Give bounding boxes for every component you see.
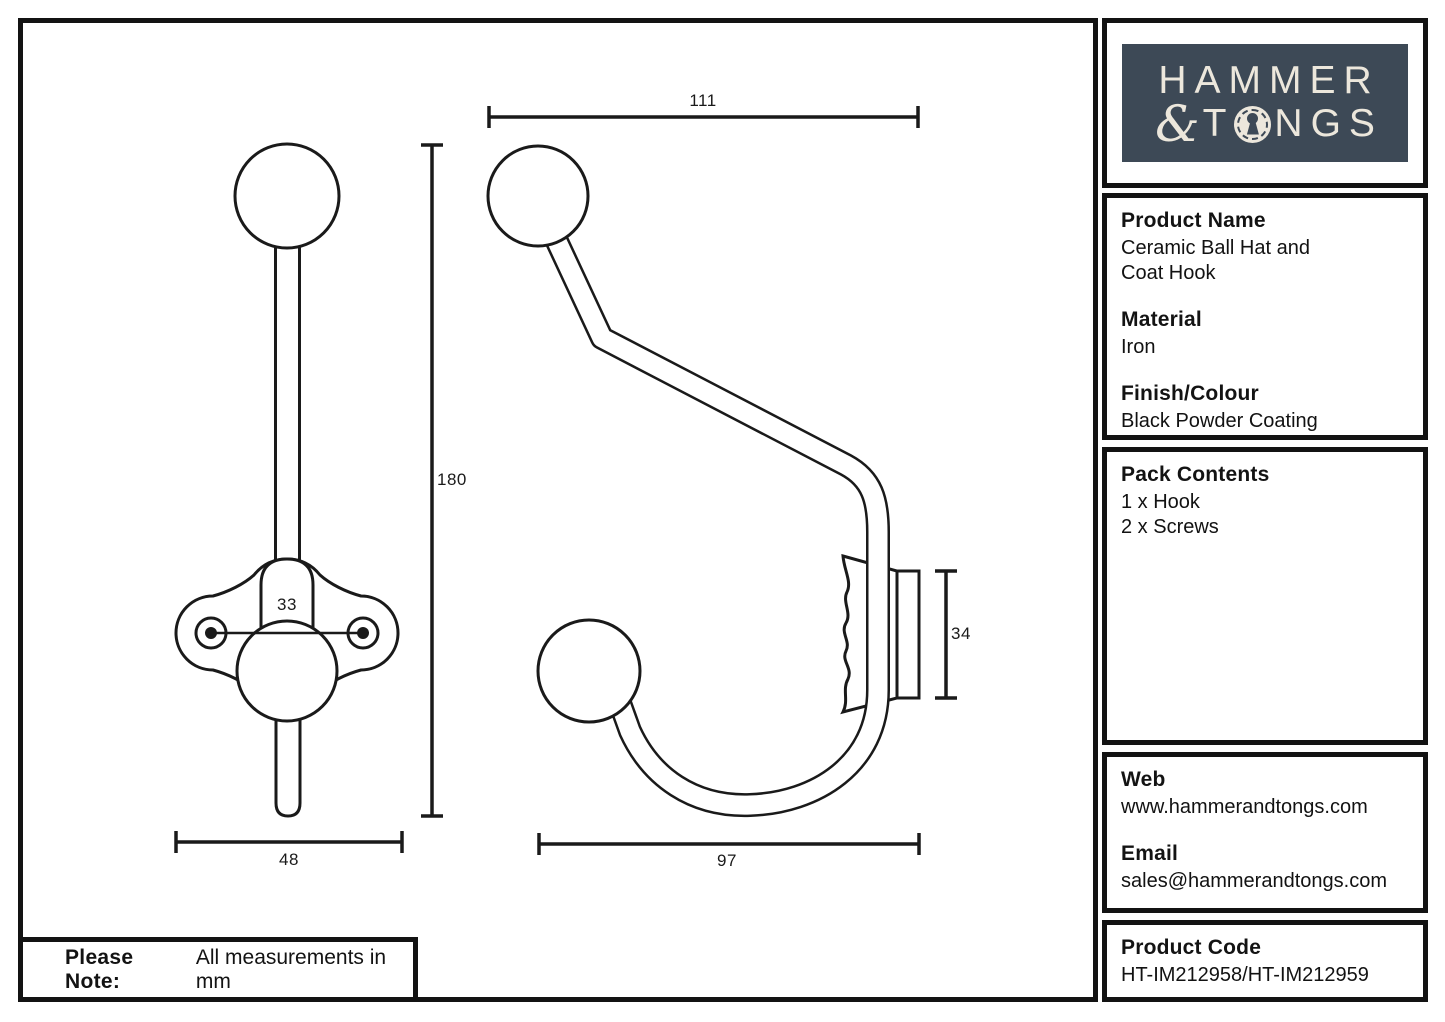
- spec-product-name: Product Name Ceramic Ball Hat and Coat H…: [1121, 209, 1409, 286]
- dim-label-34: 34: [951, 624, 971, 643]
- product-info-panel: Product Name Ceramic Ball Hat and Coat H…: [1102, 193, 1428, 440]
- finish-label: Finish/Colour: [1121, 382, 1259, 405]
- logo-line2: & T NGS: [1155, 95, 1375, 153]
- material-label: Material: [1121, 308, 1202, 331]
- finish-value: Black Powder Coating: [1121, 410, 1318, 432]
- front-ball: [235, 619, 339, 723]
- keyhole-stem: [1246, 120, 1259, 135]
- front-view: [174, 142, 400, 818]
- keyhole-ring: [1237, 108, 1269, 140]
- dim-label-180: 180: [437, 470, 467, 489]
- material-value: Iron: [1121, 336, 1156, 358]
- note-box: Please Note: All measurements in mm: [18, 937, 418, 1002]
- side-wall-plate: [895, 569, 921, 700]
- pack-item-screws: 2 x Screws: [1121, 516, 1219, 538]
- dim-label-111: 111: [689, 91, 717, 110]
- screw-hole-right: [357, 627, 369, 639]
- side-view: [486, 144, 921, 818]
- contact-panel: Web www.hammerandtongs.com Email sales@h…: [1102, 752, 1428, 913]
- side-hook-ball: [536, 618, 642, 724]
- pack-contents-panel: Pack Contents 1 x Hook 2 x Screws: [1102, 447, 1428, 745]
- product-code-value: HT-IM212958/HT-IM212959: [1121, 964, 1369, 986]
- spec-material: Material Iron: [1121, 308, 1409, 360]
- logo-panel: HAMMER & T NGS: [1102, 18, 1428, 188]
- front-top-ball: [233, 142, 341, 250]
- hammer-and-tongs-logo: HAMMER & T NGS: [1122, 44, 1408, 162]
- web-label: Web: [1121, 768, 1166, 791]
- pack-item-hook: 1 x Hook: [1121, 491, 1200, 513]
- product-name-label: Product Name: [1121, 209, 1266, 232]
- web-value: www.hammerandtongs.com: [1121, 796, 1368, 818]
- product-code-label: Product Code: [1121, 936, 1262, 959]
- spec-pack-contents: Pack Contents 1 x Hook 2 x Screws: [1121, 463, 1409, 540]
- pack-contents-label: Pack Contents: [1121, 463, 1270, 486]
- screw-hole-left: [205, 627, 217, 639]
- dim-label-48: 48: [279, 850, 299, 869]
- keyhole-hole: [1247, 112, 1259, 124]
- product-code-panel: Product Code HT-IM212958/HT-IM212959: [1102, 920, 1428, 1002]
- email-label: Email: [1121, 842, 1179, 865]
- logo-line1: HAMMER: [1158, 59, 1380, 102]
- spec-finish: Finish/Colour Black Powder Coating: [1121, 382, 1409, 434]
- email-value: sales@hammerandtongs.com: [1121, 870, 1387, 892]
- product-name-line2: Coat Hook: [1121, 262, 1216, 284]
- side-top-ball: [486, 144, 590, 248]
- spec-web: Web www.hammerandtongs.com: [1121, 768, 1409, 820]
- note-text: All measurements in mm: [195, 945, 387, 993]
- product-name-line1: Ceramic Ball Hat and: [1121, 237, 1310, 259]
- dim-label-97: 97: [717, 851, 737, 870]
- spec-email: Email sales@hammerandtongs.com: [1121, 842, 1409, 894]
- keyhole-icon: [1234, 105, 1272, 143]
- logo-letters-ngs: NGS: [1274, 102, 1383, 145]
- note-label: Please Note:: [65, 945, 134, 993]
- dim-label-33: 33: [277, 595, 297, 614]
- spec-product-code: Product Code HT-IM212958/HT-IM212959: [1121, 936, 1409, 988]
- side-hook-core: [530, 195, 888, 815]
- dimension-lines: [174, 106, 957, 855]
- logo-ampersand: &: [1155, 95, 1200, 153]
- logo-letter-t: T: [1202, 102, 1235, 145]
- front-escutcheon-arch: [259, 557, 315, 641]
